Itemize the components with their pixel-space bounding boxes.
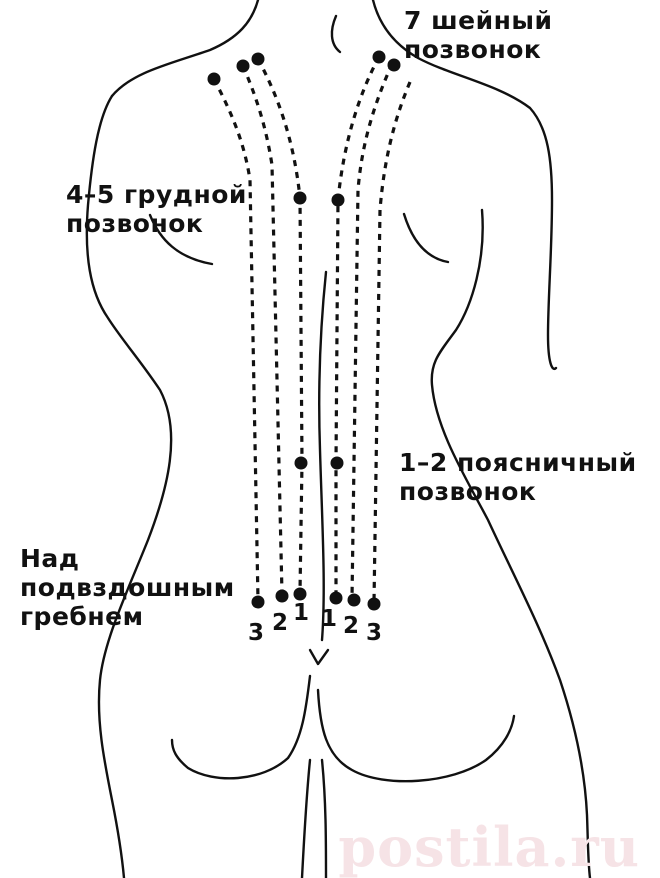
label-cervical-line-1: 7 шейный (404, 6, 553, 35)
neck-right-outline (371, 0, 558, 371)
massage-line-right-2 (350, 63, 394, 599)
dot-cervical-right-1 (372, 50, 386, 64)
dot-iliac-right-3 (367, 597, 381, 611)
dot-iliac-left-2 (275, 589, 289, 603)
massage-line-left-3 (212, 78, 260, 601)
buttocks-right-line (316, 688, 516, 783)
label-thoracic-line-2: позвонок (66, 209, 204, 238)
right-side-outline (430, 208, 592, 878)
massage-line-left-1 (256, 58, 304, 593)
label-lumbar: 1–2 поясничный позвонок (399, 448, 637, 506)
label-iliac: Над подвздошным гребнем (20, 544, 235, 631)
line-number-right-1: 1 (321, 606, 337, 632)
massage-line-right-3 (372, 81, 412, 603)
throat-mark (330, 14, 342, 54)
dot-lumbar-left (294, 456, 308, 470)
leg-line-right (320, 758, 328, 878)
line-number-left-2: 2 (272, 610, 288, 636)
dot-cervical-left-2 (236, 59, 250, 73)
dot-cervical-left-3 (207, 72, 221, 86)
line-number-left-1: 1 (293, 600, 309, 626)
left-side-outline (85, 94, 173, 878)
line-number-right-2: 2 (343, 613, 359, 639)
label-lumbar-line-2: позвонок (399, 477, 537, 506)
dot-cervical-right-2 (387, 58, 401, 72)
line-number-left-3: 3 (248, 620, 264, 646)
line-number-right-3: 3 (366, 620, 382, 646)
massage-line-left-2 (241, 65, 284, 595)
label-lumbar-line-1: 1–2 поясничный (399, 448, 637, 477)
right-scapula-line (402, 212, 450, 264)
dot-iliac-right-2 (347, 593, 361, 607)
dot-lumbar-right (330, 456, 344, 470)
dot-thoracic-left (293, 191, 307, 205)
buttocks-line (170, 674, 312, 780)
label-cervical-line-2: позвонок (404, 35, 542, 64)
leg-line-left (300, 758, 312, 878)
watermark: postila.ru (338, 815, 640, 878)
left-scapula-line (148, 213, 214, 266)
dot-thoracic-right (331, 193, 345, 207)
dot-iliac-left-1 (293, 587, 307, 601)
dot-iliac-left-3 (251, 595, 265, 609)
label-thoracic-line-1: 4–5 грудной (66, 180, 247, 209)
sacrum-v (308, 648, 330, 666)
label-iliac-line-2: подвздошным (20, 573, 235, 602)
label-cervical: 7 шейный позвонок (404, 6, 553, 64)
neck-left-outline (110, 0, 260, 98)
spine-groove (318, 270, 328, 642)
label-iliac-line-3: гребнем (20, 602, 144, 631)
label-iliac-line-1: Над (20, 544, 80, 573)
label-thoracic: 4–5 грудной позвонок (66, 180, 247, 238)
dot-cervical-left-1 (251, 52, 265, 66)
dot-iliac-right-1 (329, 591, 343, 605)
